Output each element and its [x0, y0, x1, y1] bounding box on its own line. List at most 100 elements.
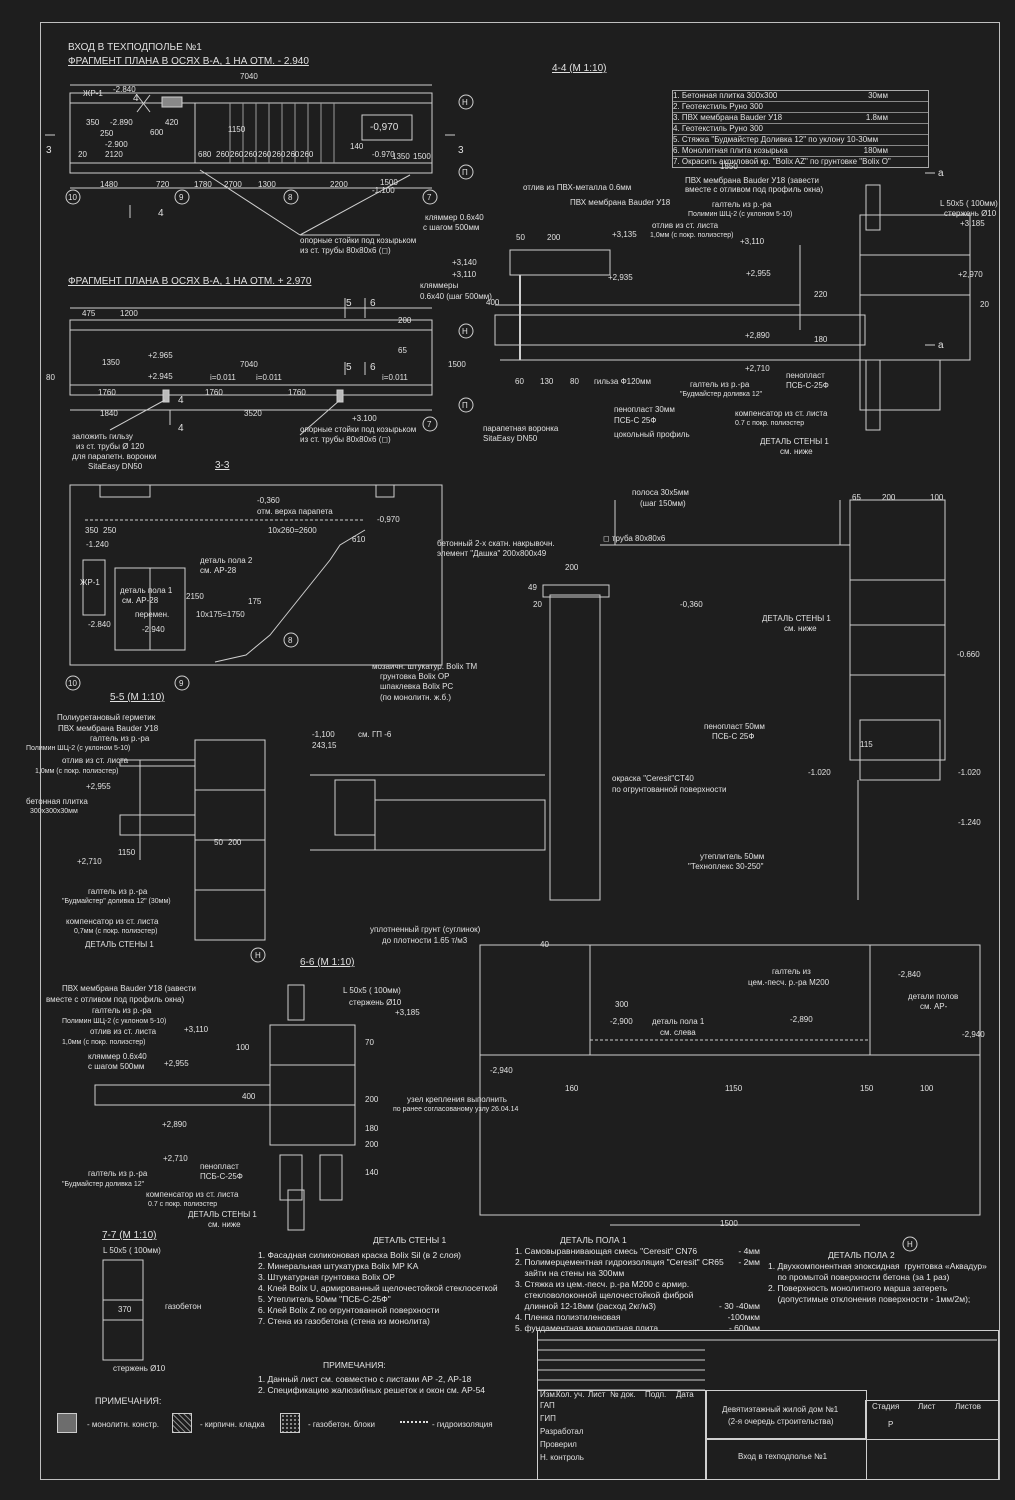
- sheet-name-cell: [705, 1438, 867, 1480]
- annotation: шпаклевка Bolix PC: [380, 682, 454, 691]
- dim-label: 350: [86, 118, 100, 127]
- annotation: вместе с отливом под профиль окна): [685, 185, 824, 194]
- dim-label: 370: [118, 1305, 132, 1314]
- section-marker: 5: [346, 298, 352, 309]
- annotation: стержень Ø10: [349, 998, 402, 1007]
- dim-label: 10х260=2600: [268, 526, 317, 535]
- dim-label: 130: [540, 377, 554, 386]
- annotation: компенсатор из ст. листа: [66, 917, 159, 926]
- section-marker: 4: [133, 93, 139, 104]
- layer-value: 1.8мм: [865, 113, 888, 122]
- elevation-label: +2,890: [162, 1120, 187, 1129]
- annotation: галтель из р.-ра: [90, 734, 150, 743]
- elevation-label: +2,955: [164, 1059, 189, 1068]
- stage-cell: [865, 1400, 999, 1440]
- annotation: 0.7 с покр. полиэстер: [148, 1201, 218, 1208]
- dim-label: 100: [930, 493, 944, 502]
- dim-label: 2150: [186, 592, 204, 601]
- tb-header: Подп.: [645, 1390, 667, 1399]
- dim-label: 260: [300, 150, 314, 159]
- elevation-label: -1.020: [808, 768, 831, 777]
- annotation: гильза Ф120мм: [594, 377, 651, 386]
- dim-label: ЖР-1: [83, 89, 103, 98]
- dim-label: 1150: [228, 125, 246, 134]
- elevation-label: +2,710: [745, 364, 770, 373]
- dim-label: 200: [398, 316, 412, 325]
- annotation: окраска "Ceresit"CT40: [612, 774, 694, 783]
- tb-role: Н. контроль: [540, 1453, 584, 1462]
- callout-line: из ст. трубы Ø 120: [76, 442, 145, 451]
- tb-header: № док.: [610, 1390, 636, 1399]
- tb-stage-value: Р: [888, 1420, 894, 1429]
- elevation-label: -2.940: [142, 625, 165, 634]
- annotation: ПВХ мембрана Bauder У18: [58, 724, 159, 733]
- annotation: ПВХ мембрана Bauder У18: [570, 198, 671, 207]
- spec-value: - 4мм: [738, 1246, 760, 1256]
- layer-name: 1. Бетонная плитка 300х300: [673, 91, 778, 100]
- aerated-block-hatch-icon: [280, 1413, 300, 1433]
- dim-label: 1480: [100, 180, 118, 189]
- dim-label: 400: [486, 298, 500, 307]
- annotation: "Будмайстер доливка 12": [62, 1181, 145, 1188]
- annotation: "Будмайстер" доливка 12" (30мм): [62, 898, 171, 905]
- dim-label: 20: [980, 300, 989, 309]
- dim-label: 7040: [240, 72, 258, 81]
- roles-table: [537, 1390, 707, 1480]
- dim-label: 220: [814, 290, 828, 299]
- annotation: по огрунтованной поверхности: [612, 785, 727, 794]
- elevation-label: -1.020: [958, 768, 981, 777]
- slope-label: i=0.011: [210, 373, 236, 382]
- axis-bubble: 9: [179, 193, 184, 202]
- annotation: пенопласт: [786, 371, 825, 380]
- dim-label: 70: [365, 1038, 374, 1047]
- elevation-label: +3,135: [612, 230, 637, 239]
- spec-text: 5. фундаментная монолитная плита: [515, 1323, 659, 1333]
- annotation: кляммер 0.6х40: [88, 1052, 147, 1061]
- annotation: узел крепления выполнить: [407, 1095, 507, 1104]
- dim-label: 1760: [205, 388, 223, 397]
- slope-label: i=0.011: [382, 373, 408, 382]
- spec-item: по промытой поверхности бетона (за 1 раз…: [768, 1272, 950, 1282]
- dim-label: 1150: [118, 848, 136, 857]
- annotation: Полимин ШЦ-2 (с уклоном 5-10): [62, 1018, 167, 1025]
- spec-text: 2. Полимерцементная гидроизоляция "Ceres…: [515, 1257, 724, 1267]
- annotation: бетонный 2-х скатн. накрывочн.: [437, 539, 555, 548]
- section-marker: 6: [370, 298, 376, 309]
- callout-line: SitaEasy DN50: [88, 462, 143, 471]
- annotation: отлив из ст. листа: [652, 221, 719, 230]
- layer-name: 4. Геотекстиль Руно 300: [673, 124, 763, 133]
- tb-sheet-name: Вход в техподполье №1: [738, 1452, 828, 1461]
- section-5-5-title: 5-5 (М 1:10): [110, 692, 165, 703]
- legend-label: - кирпичн. кладка: [200, 1420, 265, 1429]
- annotation: отлив из ст. листа: [90, 1027, 157, 1036]
- general-notes: ПРИМЕЧАНИЯ: 1. Данный лист см. совместно…: [258, 1360, 485, 1396]
- annotation: компенсатор из ст. листа: [735, 409, 828, 418]
- dim-label: 200: [547, 233, 561, 242]
- dim-label: 1200: [120, 309, 138, 318]
- dim-label: 260: [286, 150, 300, 159]
- spec-item: 5. Утеплитель 50мм "ПСБ-С-25Ф": [258, 1294, 391, 1304]
- callout-line: для парапетн. воронки: [72, 452, 157, 461]
- section-marker: 4: [178, 395, 184, 406]
- dim-label: 65: [852, 493, 861, 502]
- layer-name: 3. ПВХ мембрана Bauder У18: [673, 113, 783, 122]
- elevation-label: -2,890: [790, 1015, 813, 1024]
- layer-name: 5. Стяжка "Будмайстер Доливка 12" по укл…: [673, 135, 879, 144]
- annotation: перемен.: [135, 610, 170, 619]
- dim-label: 260: [272, 150, 286, 159]
- spec-item: 7. Стена из газобетона (стена из монолит…: [258, 1316, 430, 1326]
- dim-label: 49: [528, 583, 537, 592]
- spec-value: -100мкм: [727, 1312, 760, 1322]
- dim-label: 60: [515, 377, 524, 386]
- layer-name: 7. Окрасить акриловой кр. "Bolix AZ" по …: [673, 157, 891, 166]
- section-3-3-title: 3-3: [215, 460, 230, 471]
- spec-item: (допустимые отклонения поверхности - 1мм…: [768, 1294, 971, 1304]
- main-title: ВХОД В ТЕХПОДПОЛЬЕ №1: [68, 42, 202, 53]
- spec-item: 1. Фасадная силиконовая краска Bolix Sil…: [258, 1250, 462, 1260]
- annotation: L 50х5 ( 100мм): [343, 986, 401, 995]
- layer-row: 4. Геотекстиль Руно 300: [673, 124, 928, 135]
- axis-bubble: 9: [179, 679, 184, 688]
- axis-bubble: Н: [907, 1240, 913, 1249]
- elevation-label: +2,955: [86, 782, 111, 791]
